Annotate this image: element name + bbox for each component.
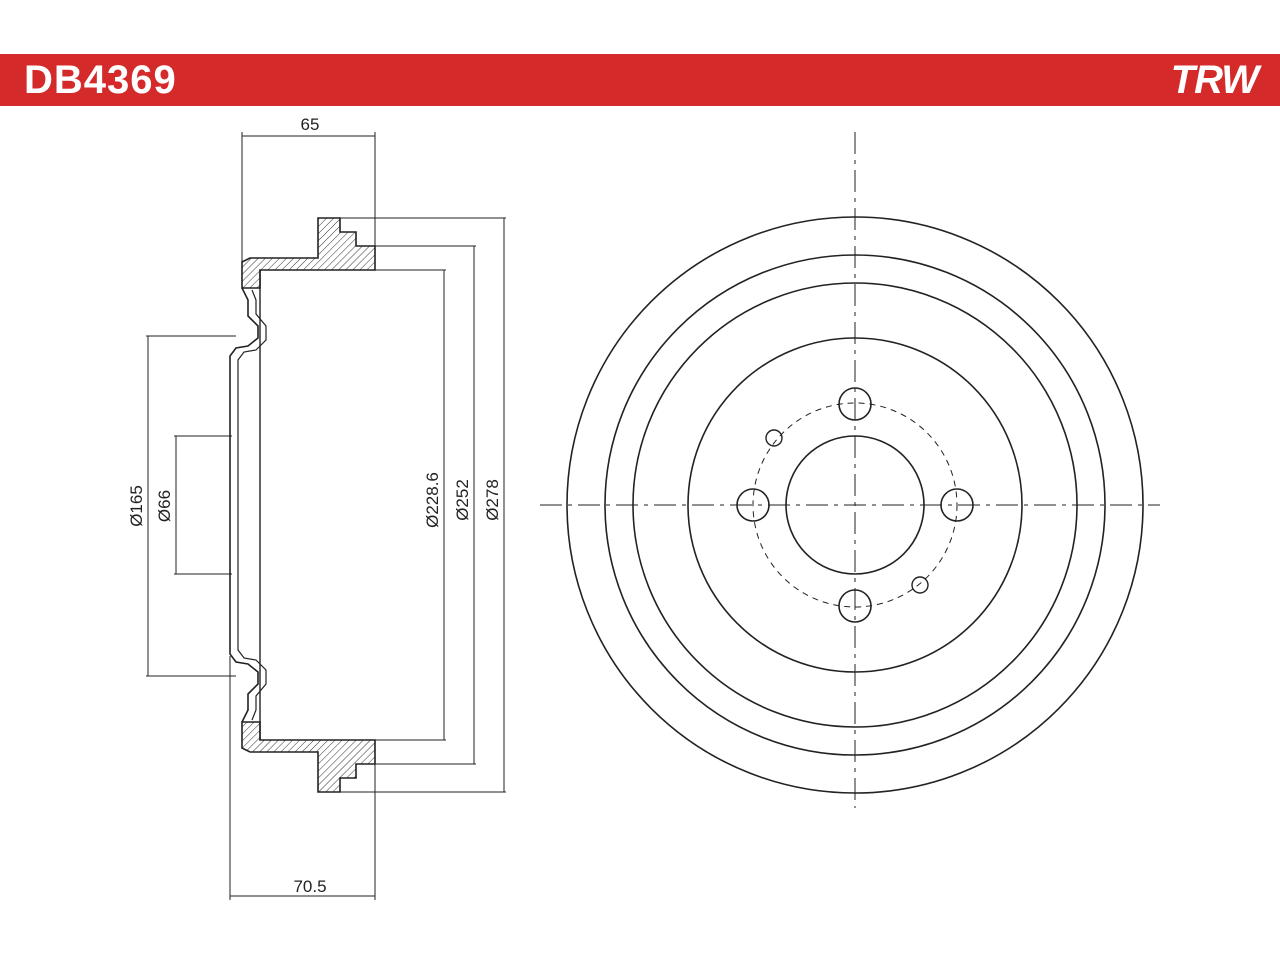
drum-inner-circle bbox=[632, 282, 1078, 728]
drum-outer-circle bbox=[566, 216, 1144, 794]
stud-hole-top bbox=[838, 387, 872, 421]
dim-dia-228-6: Ø228.6 bbox=[423, 472, 442, 528]
dim-dia-278: Ø278 bbox=[483, 479, 502, 521]
dim-dia-165: Ø165 bbox=[127, 485, 146, 527]
drum-wall-top bbox=[241, 217, 376, 289]
dim-width-65: 65 bbox=[301, 115, 320, 134]
stud-hole-left bbox=[736, 488, 770, 522]
drum-wall-bottom bbox=[241, 721, 376, 793]
brand-logo: TRW bbox=[1170, 58, 1259, 102]
hub-face-circle bbox=[687, 337, 1023, 673]
locating-hole-lower-right bbox=[911, 576, 929, 594]
drum-rim-circle bbox=[604, 254, 1106, 756]
dim-dia-252: Ø252 bbox=[453, 479, 472, 521]
dim-width-70-5: 70.5 bbox=[293, 877, 326, 896]
front-view bbox=[540, 132, 1160, 808]
stud-hole-right bbox=[940, 488, 974, 522]
header-bar: DB4369 TRW bbox=[0, 54, 1280, 106]
bolt-circle bbox=[752, 402, 958, 608]
center-bore bbox=[785, 435, 925, 575]
part-number: DB4369 bbox=[24, 58, 177, 102]
side-section-view bbox=[146, 132, 506, 900]
dim-dia-66: Ø66 bbox=[155, 490, 174, 522]
locating-hole-upper-left bbox=[765, 429, 783, 447]
stud-hole-bottom bbox=[838, 589, 872, 623]
back-plate-profile bbox=[229, 287, 259, 723]
